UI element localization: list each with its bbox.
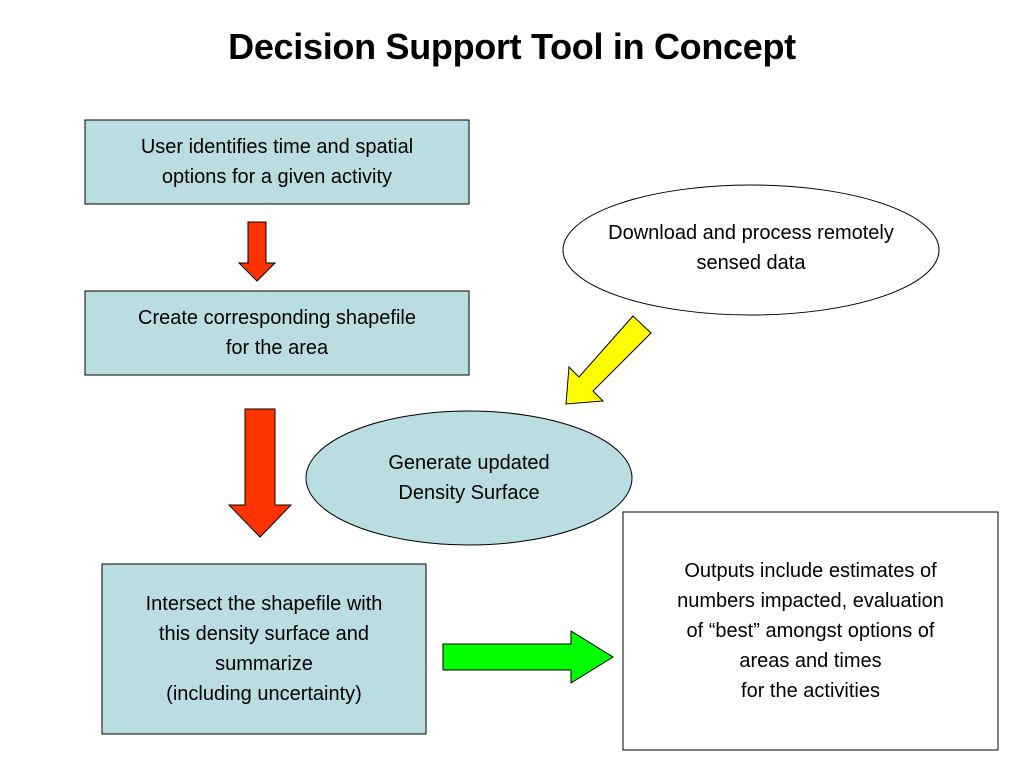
green-arrow [442, 630, 614, 684]
generate-density-ellipse [305, 410, 633, 546]
page-title: Decision Support Tool in Concept [228, 26, 796, 67]
user-identifies-text: User identifies time and spatial options… [140, 136, 414, 188]
intersect-box [101, 563, 427, 735]
download-process-text: Download and process remotely sensed dat… [608, 222, 894, 274]
intersect-text: Intersect the shapefile with this densit… [145, 593, 383, 705]
create-shapefile-text: Create corresponding shapefile for the a… [138, 307, 416, 359]
download-process-ellipse [562, 184, 940, 316]
generate-density-text: Generate updated Density Surface [388, 452, 550, 504]
yellow-arrow [565, 315, 652, 405]
red-arrow-large [227, 408, 293, 538]
outputs-box [622, 511, 999, 751]
user-identifies-box [84, 119, 470, 205]
outputs-text: Outputs include estimates of numbers imp… [677, 560, 944, 702]
red-arrow-small [237, 221, 277, 282]
create-shapefile-box [84, 290, 470, 376]
